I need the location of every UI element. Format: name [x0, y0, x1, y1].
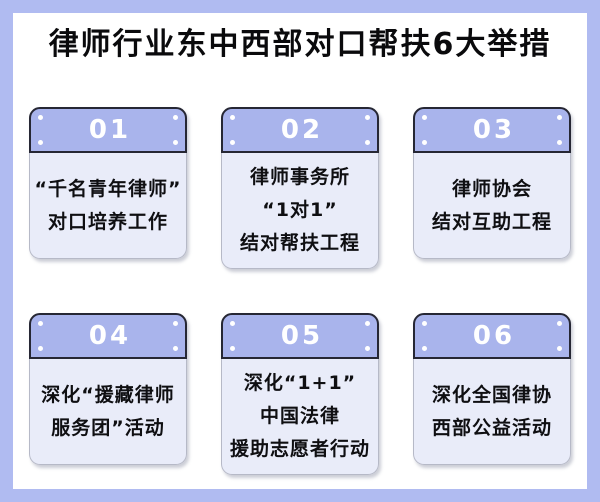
card-04-header: 04 — [29, 313, 187, 359]
card-06-body: 深化全国律协 西部公益活动 — [413, 359, 571, 465]
card-02-body: 律师事务所 “1对1” 结对帮扶工程 — [221, 153, 379, 269]
pin-dot-icon — [365, 115, 370, 120]
card-05-body: 深化“1+1” 中国法律 援助志愿者行动 — [221, 359, 379, 475]
card-text-line: 深化“1+1” — [243, 372, 357, 394]
card-text-line: 深化全国律协 — [431, 383, 552, 406]
card-05-header: 05 — [221, 313, 379, 359]
pin-dot-icon — [365, 140, 370, 145]
card-06: 06 深化全国律协 西部公益活动 — [413, 313, 571, 465]
pin-dot-icon — [557, 115, 562, 120]
card-03-header: 03 — [413, 107, 571, 153]
pin-dot-icon — [38, 321, 43, 326]
card-02-header: 02 — [221, 107, 379, 153]
cards-row-bottom: 04 深化“援藏律师 服务团”活动 05 深化“1+1” 中国法律 援助志愿者行… — [13, 313, 587, 475]
card-number: 01 — [88, 115, 132, 145]
card-text-line: 西部公益活动 — [431, 416, 552, 439]
pin-dot-icon — [365, 346, 370, 351]
pin-dot-icon — [557, 140, 562, 145]
page-title: 律师行业东中西部对口帮扶6大举措 — [48, 27, 552, 62]
card-text-line: 律师事务所 — [249, 166, 350, 188]
card-text-line: 援助志愿者行动 — [229, 438, 370, 460]
card-01-header: 01 — [29, 107, 187, 153]
card-text-line: 律师协会 — [451, 177, 532, 200]
card-text-line: 服务团”活动 — [51, 416, 165, 439]
pin-dot-icon — [365, 321, 370, 326]
card-text-line: 结对帮扶工程 — [239, 232, 360, 254]
card-text-line: 深化“援藏律师 — [41, 383, 175, 406]
card-text-line: 对口培养工作 — [47, 210, 168, 233]
cards-row-top: 01 “千名青年律师” 对口培养工作 02 律师事务所 “1对1” 结对帮扶工程 — [13, 107, 587, 269]
card-number: 05 — [280, 321, 324, 351]
card-01-body: “千名青年律师” 对口培养工作 — [29, 153, 187, 259]
pin-dot-icon — [422, 140, 427, 145]
pin-dot-icon — [422, 346, 427, 351]
card-text-line: 中国法律 — [259, 405, 340, 427]
pin-dot-icon — [230, 115, 235, 120]
card-text-line: 结对互助工程 — [431, 210, 552, 233]
card-04: 04 深化“援藏律师 服务团”活动 — [29, 313, 187, 465]
card-text-line: “1对1” — [262, 199, 338, 221]
pin-dot-icon — [173, 140, 178, 145]
card-text-line: “千名青年律师” — [34, 177, 182, 200]
card-number: 02 — [280, 115, 324, 145]
card-03: 03 律师协会 结对互助工程 — [413, 107, 571, 259]
card-05: 05 深化“1+1” 中国法律 援助志愿者行动 — [221, 313, 379, 475]
pin-dot-icon — [422, 321, 427, 326]
pin-dot-icon — [557, 321, 562, 326]
card-number: 06 — [472, 321, 516, 351]
card-06-header: 06 — [413, 313, 571, 359]
card-02: 02 律师事务所 “1对1” 结对帮扶工程 — [221, 107, 379, 269]
pin-dot-icon — [173, 321, 178, 326]
pin-dot-icon — [38, 140, 43, 145]
pin-dot-icon — [38, 115, 43, 120]
card-number: 03 — [472, 115, 516, 145]
pin-dot-icon — [422, 115, 427, 120]
pin-dot-icon — [230, 140, 235, 145]
pin-dot-icon — [38, 346, 43, 351]
pin-dot-icon — [557, 346, 562, 351]
pin-dot-icon — [230, 321, 235, 326]
card-03-body: 律师协会 结对互助工程 — [413, 153, 571, 259]
pin-dot-icon — [173, 115, 178, 120]
card-04-body: 深化“援藏律师 服务团”活动 — [29, 359, 187, 465]
card-01: 01 “千名青年律师” 对口培养工作 — [29, 107, 187, 259]
pin-dot-icon — [173, 346, 178, 351]
pin-dot-icon — [230, 346, 235, 351]
card-number: 04 — [88, 321, 132, 351]
